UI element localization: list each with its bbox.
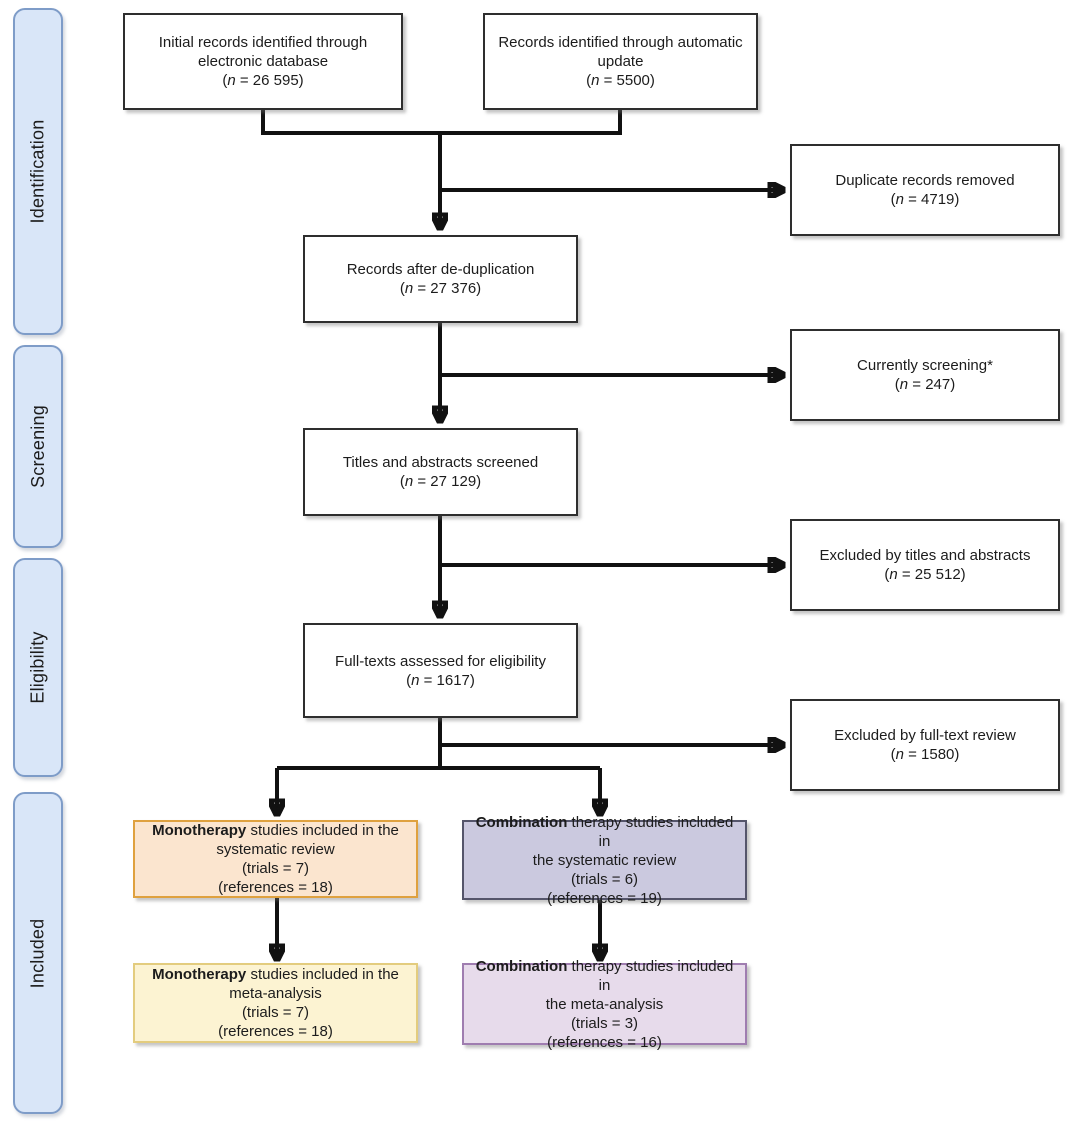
box-titles-abstracts-screened: Titles and abstracts screened(n = 27 129… xyxy=(303,428,578,516)
stage-included: Included xyxy=(13,792,63,1114)
stage-screening-label: Screening xyxy=(27,405,48,488)
stage-screening: Screening xyxy=(13,345,63,548)
stage-included-label: Included xyxy=(27,918,48,988)
stage-eligibility: Eligibility xyxy=(13,558,63,777)
box-currently-screening: Currently screening*(n = 247) xyxy=(790,329,1060,421)
box-excluded-fulltext: Excluded by full-text review(n = 1580) xyxy=(790,699,1060,791)
box-excluded-titles-abstracts: Excluded by titles and abstracts(n = 25 … xyxy=(790,519,1060,611)
stage-identification-label: Identification xyxy=(27,119,48,224)
box-fulltext-assessed: Full-texts assessed for eligibility(n = … xyxy=(303,623,578,718)
box-duplicates-removed: Duplicate records removed(n = 4719) xyxy=(790,144,1060,236)
connector-merge-top xyxy=(261,110,622,135)
stage-identification: Identification xyxy=(13,8,63,335)
box-records-after-dedup: Records after de-duplication(n = 27 376) xyxy=(303,235,578,323)
stage-eligibility-label: Eligibility xyxy=(27,631,48,704)
